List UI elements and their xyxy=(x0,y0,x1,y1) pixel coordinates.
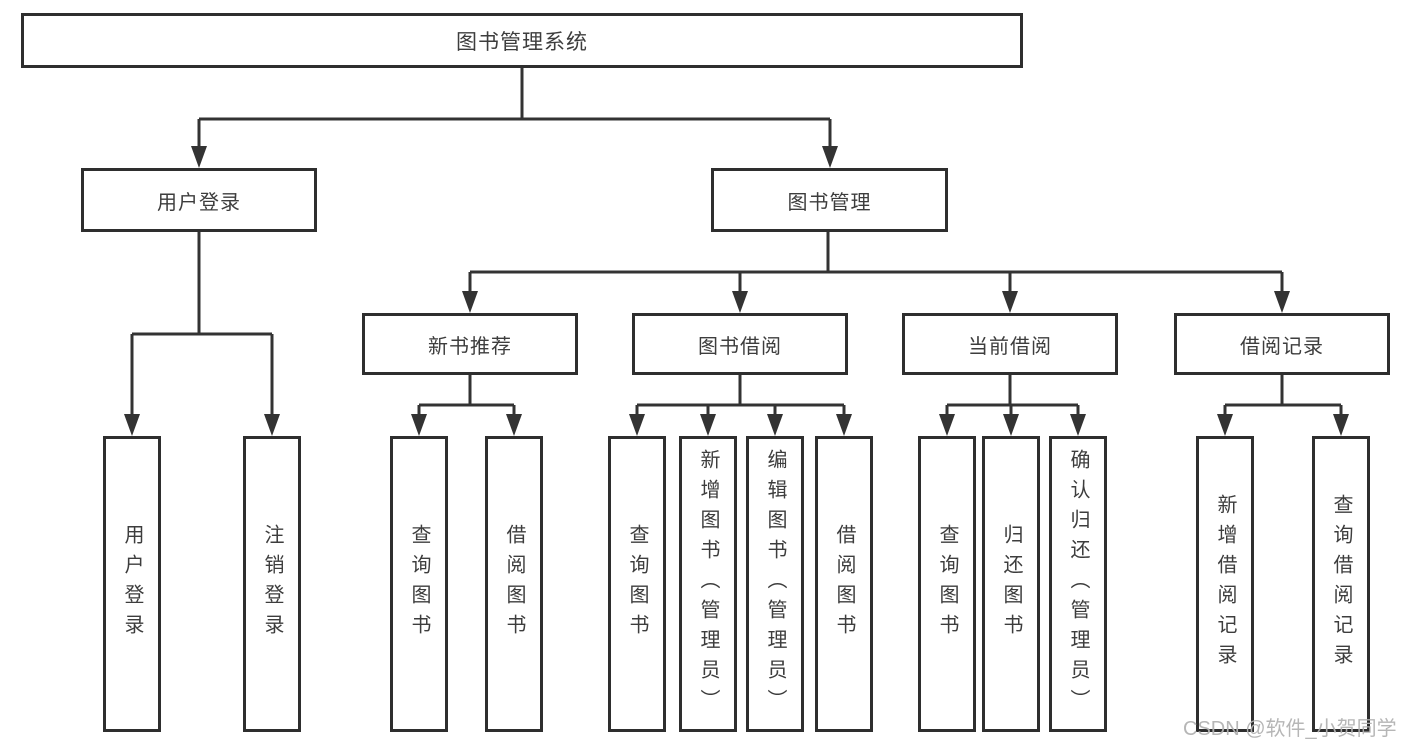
leaf-edit-books-admin: 编辑图书（管理员） xyxy=(746,436,804,732)
node-current-borrow-label: 当前借阅 xyxy=(968,335,1052,358)
leaf-confirm-return-admin-label: 确认归还（管理员） xyxy=(1067,449,1089,719)
node-book-management: 图书管理 xyxy=(711,168,948,232)
node-new-book-recommend-label: 新书推荐 xyxy=(428,335,512,358)
node-user-login: 用户登录 xyxy=(81,168,317,232)
node-current-borrow: 当前借阅 xyxy=(902,313,1118,375)
leaf-user-login: 用户登录 xyxy=(103,436,161,732)
leaf-query-books-3: 查询图书 xyxy=(918,436,976,732)
node-borrow-records: 借阅记录 xyxy=(1174,313,1390,375)
csdn-watermark: CSDN @软件_小贺同学 xyxy=(1183,718,1397,740)
leaf-query-books-2-label: 查询图书 xyxy=(626,524,648,644)
leaf-borrow-books-2-label: 借阅图书 xyxy=(833,524,855,644)
leaf-edit-books-admin-label: 编辑图书（管理员） xyxy=(764,449,786,719)
leaf-query-borrow-record: 查询借阅记录 xyxy=(1312,436,1370,732)
leaf-add-books-admin-label: 新增图书（管理员） xyxy=(697,449,719,719)
leaf-user-login-label: 用户登录 xyxy=(121,524,143,644)
node-new-book-recommend: 新书推荐 xyxy=(362,313,578,375)
leaf-borrow-books-1: 借阅图书 xyxy=(485,436,543,732)
leaf-borrow-books-2: 借阅图书 xyxy=(815,436,873,732)
leaf-return-books: 归还图书 xyxy=(982,436,1040,732)
node-book-management-label: 图书管理 xyxy=(787,191,872,214)
leaf-confirm-return-admin: 确认归还（管理员） xyxy=(1049,436,1107,732)
node-borrow-records-label: 借阅记录 xyxy=(1240,335,1324,358)
leaf-query-books-1-label: 查询图书 xyxy=(408,524,430,644)
leaf-add-borrow-record: 新增借阅记录 xyxy=(1196,436,1254,732)
leaf-query-books-2: 查询图书 xyxy=(608,436,666,732)
leaf-return-books-label: 归还图书 xyxy=(1000,524,1022,644)
leaf-add-books-admin: 新增图书（管理员） xyxy=(679,436,737,732)
root-node-label: 图书管理系统 xyxy=(456,30,588,54)
root-node-library-system: 图书管理系统 xyxy=(21,13,1023,68)
leaf-query-borrow-record-label: 查询借阅记录 xyxy=(1330,494,1352,674)
leaf-add-borrow-record-label: 新增借阅记录 xyxy=(1214,494,1236,674)
leaf-query-books-3-label: 查询图书 xyxy=(936,524,958,644)
node-user-login-label: 用户登录 xyxy=(157,191,241,214)
leaf-borrow-books-1-label: 借阅图书 xyxy=(503,524,525,644)
leaf-logout-label: 注销登录 xyxy=(261,524,283,644)
leaf-logout: 注销登录 xyxy=(243,436,301,732)
node-book-borrow: 图书借阅 xyxy=(632,313,848,375)
leaf-query-books-1: 查询图书 xyxy=(390,436,448,732)
node-book-borrow-label: 图书借阅 xyxy=(698,335,782,358)
